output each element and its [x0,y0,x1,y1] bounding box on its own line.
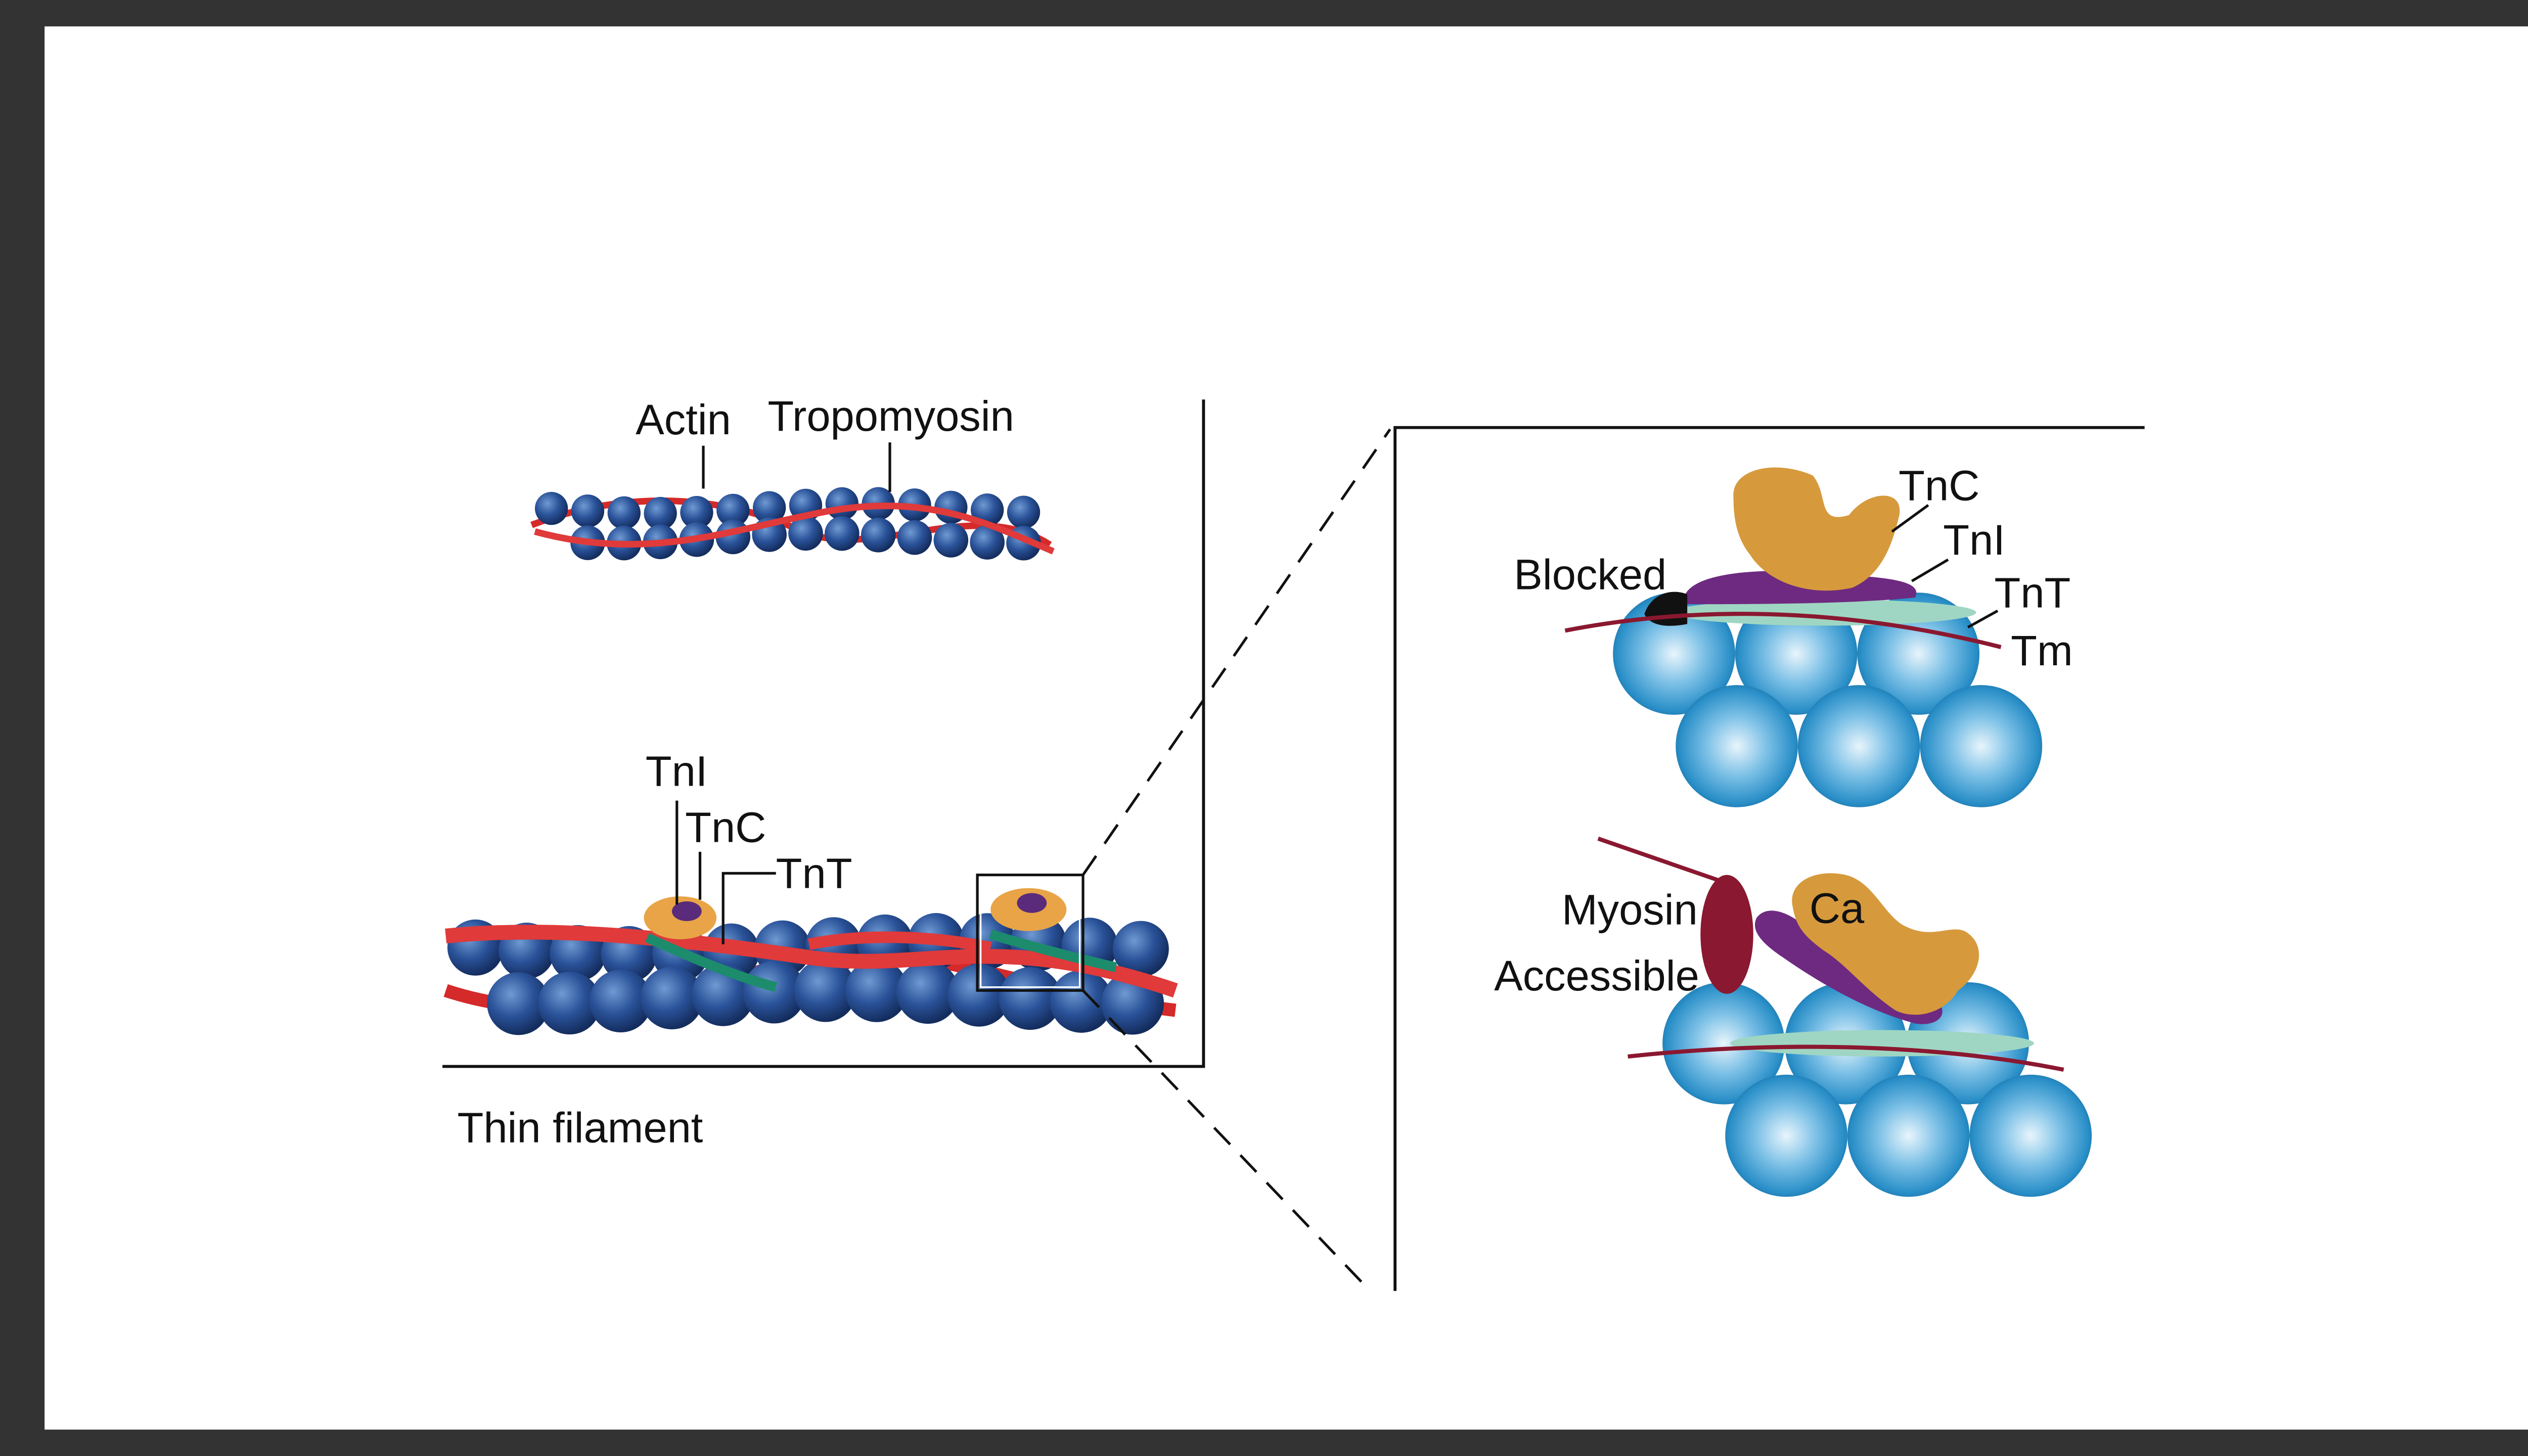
zoom-box-inner [979,877,1081,988]
zoom-tnc-leader [1891,504,1929,533]
zoom-tnt-leader [1967,609,1999,629]
blocked-tnt [1672,599,1976,626]
actin-bead [680,495,713,529]
actin-bead [752,491,786,524]
accessible-tnt [1730,1030,2034,1057]
actin-bead [716,493,750,527]
actin-bead [1007,495,1041,529]
actin-sphere [1847,1074,1970,1197]
actin-bead [743,961,806,1024]
actin-bead [640,967,704,1030]
actin-bead [970,525,1005,560]
actin-sphere [1969,1074,2092,1197]
actin-bead [571,494,605,528]
actin-sphere [1725,1074,1847,1197]
actin-bead [825,516,860,551]
actin-sphere [1613,593,1735,715]
actin-label: Actin [636,395,731,443]
actin-bead [1112,921,1169,977]
actin-bead [788,516,823,551]
top-actin-beads [534,487,1041,561]
zoom-line-top [1081,428,1391,876]
ca-label: Ca [1810,884,1865,932]
zoom-tni-label: TnI [1943,516,2005,564]
actin-bead [947,964,1011,1027]
tnc-label: TnC [685,803,766,851]
actin-bead [861,518,896,553]
tni-label: TnI [646,747,708,795]
actin-bead [896,961,960,1024]
zoom-box [976,874,1085,992]
left-panel-border [442,399,1205,1068]
actin-bead [825,487,859,521]
accessible-tm-line [1628,1044,2064,1072]
tropomyosin-label: Tropomyosin [768,392,1014,440]
actin-bead [933,523,969,558]
accessible-tnc [1792,873,1979,1015]
myosin-head [1700,875,1753,994]
actin-bead [1050,970,1113,1033]
thin-filament-label: Thin filament [457,1104,703,1152]
top-tropomyosin-front [534,503,1055,555]
right-panel-border [1393,426,2145,1291]
tnt-small-2 [989,929,1117,973]
actin-bead [538,972,601,1035]
actin-bead [487,972,550,1035]
actin-bead [607,496,641,530]
blocked-tm-line [1564,612,2002,649]
blocked-label: Blocked [1514,551,1666,599]
tnt-small-1 [645,933,778,992]
actin-bead [999,967,1062,1030]
actin-bead [589,970,652,1033]
actin-bead [644,496,677,530]
canvas-background [44,26,2528,1430]
actin-sphere [1920,685,2043,807]
actin-sphere [1662,982,1785,1105]
actin-bead [897,520,932,555]
blocked-tnc [1733,467,1900,591]
actin-bead [794,959,857,1022]
myosin-label: Myosin [1562,886,1698,934]
troponin-complex-1 [644,896,778,992]
zoom-tni-leader [1911,558,1949,582]
accessible-label: Accessible [1494,951,1699,999]
tnt-label: TnT [776,849,852,897]
tnt-leader [721,872,776,944]
troponin-complex-2 [989,888,1117,973]
bottom-actin-beads [447,913,1169,1035]
actin-sphere [1676,685,1798,807]
accessible-state [1597,836,2092,1197]
bottom-tropomyosin-front-2 [807,931,992,953]
actin-bead [845,959,908,1022]
zoom-line-bottom [1082,989,1368,1289]
top-filament [530,487,1055,561]
tm-label: Tm [2011,626,2073,674]
tni-small-1 [671,901,702,922]
actin-bead [534,492,568,525]
zoom-tnt-label: TnT [1994,569,2070,617]
zoom-tnc-label: TnC [1899,461,1979,509]
actin-sphere [1797,685,1920,807]
bottom-tropomyosin-front [445,925,1178,998]
blocked-state [1564,467,2043,807]
tni-small-2 [1017,893,1047,913]
bottom-filament [443,888,1178,1035]
myosin-tail [1597,836,1728,885]
